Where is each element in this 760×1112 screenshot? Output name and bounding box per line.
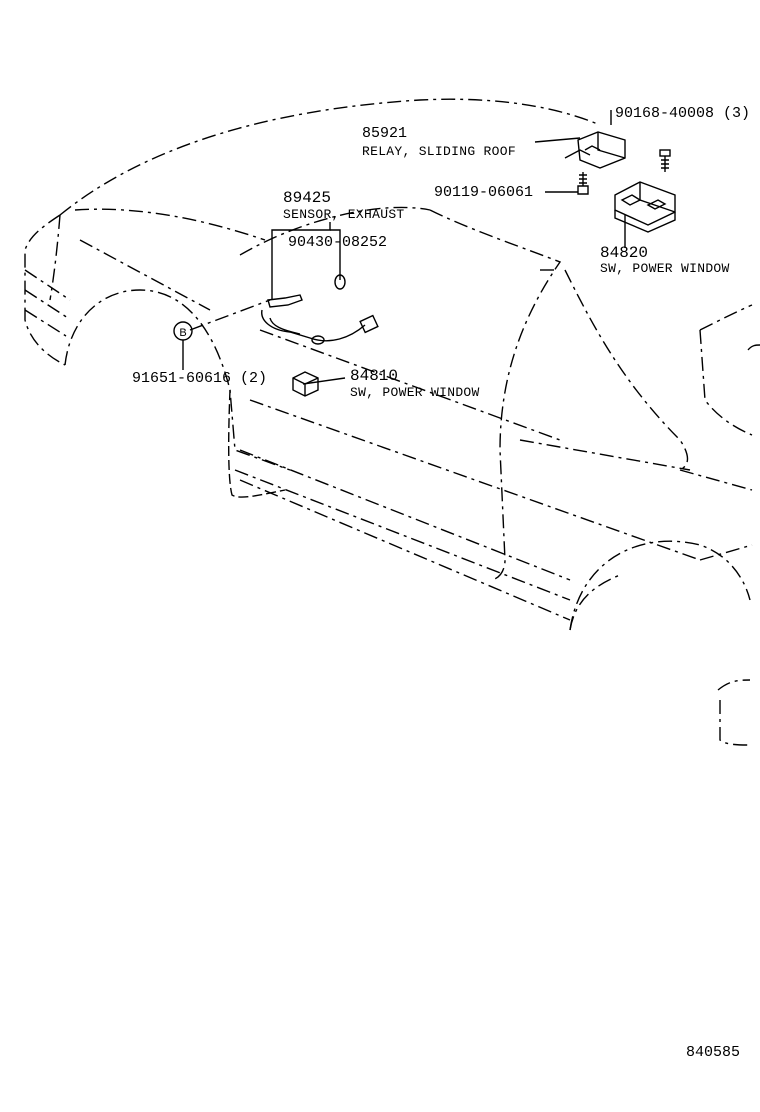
part-number-89425: 89425 [283, 189, 332, 207]
car-body-outline [24, 98, 760, 746]
washer-illustration [334, 274, 346, 290]
screw-illustration [659, 149, 671, 172]
relay-sliding-roof-illustration [564, 131, 626, 169]
leader-lines [182, 110, 626, 385]
window-switch-illustration [292, 371, 319, 397]
part-name-84820: SW, POWER WINDOW [600, 261, 730, 276]
callout-marker: B [173, 321, 193, 341]
master-window-switch-illustration [614, 181, 676, 233]
part-number-84810: 84810 [350, 367, 399, 385]
part-number-90430-08252: 90430-08252 [288, 234, 388, 251]
part-number-84820: 84820 [600, 244, 649, 262]
part-number-90119-06061: 90119-06061 [434, 184, 534, 201]
part-name-84810: SW, POWER WINDOW [350, 385, 480, 400]
part-name-85921: RELAY, SLIDING ROOF [362, 144, 516, 159]
exhaust-sensor-illustration [261, 294, 379, 345]
diagram-code: 840585 [686, 1044, 741, 1061]
part-number-85921: 85921 [362, 125, 408, 142]
part-number-91651-60616: 91651-60616 (2) [132, 370, 268, 387]
part-name-89425: SENSOR, EXHAUST [283, 207, 405, 222]
callout-marker-letter: B [179, 327, 186, 339]
bolt-illustration [577, 172, 589, 195]
part-number-90168-40008: 90168-40008 (3) [615, 105, 751, 122]
